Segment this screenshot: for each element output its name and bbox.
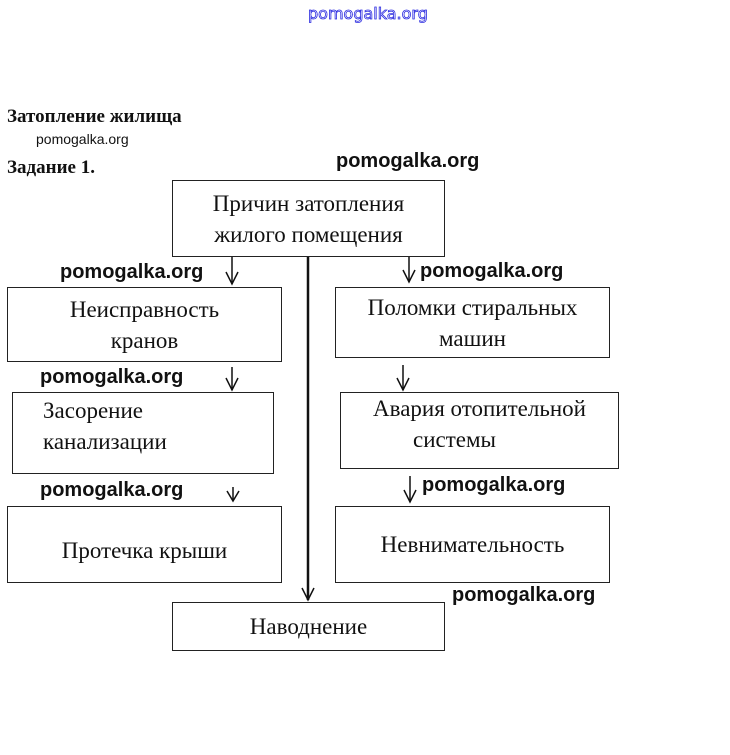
box-text: машин xyxy=(439,325,506,351)
box-roof-leak: Протечка крыши xyxy=(7,506,282,583)
arrow-head xyxy=(301,587,315,602)
watermark: pomogalka.org xyxy=(422,474,566,496)
box-text: Поломки стиральных xyxy=(367,294,578,320)
root-line-2: жилого помещения xyxy=(214,221,403,247)
result-box-flood: Наводнение xyxy=(172,602,445,651)
watermark: pomogalka.org xyxy=(308,4,429,24)
box-text: Наводнение xyxy=(249,614,368,639)
page-title: Затопление жилища xyxy=(7,106,182,127)
box-text: Авария отопительной xyxy=(373,396,586,421)
box-heating-failure: Авария отопительной системы xyxy=(340,392,619,469)
watermark: pomogalka.org xyxy=(40,479,184,501)
box-text: Невнимательность xyxy=(380,532,565,557)
watermark: pomogalka.org xyxy=(420,260,564,282)
watermark: pomogalka.org xyxy=(36,131,129,147)
root-line-1: Причин затопления xyxy=(212,190,405,216)
watermark: pomogalka.org xyxy=(336,150,480,172)
box-text: системы xyxy=(413,427,496,452)
box-text: Протечка крыши xyxy=(61,538,228,563)
box-washing-machines: Поломки стиральных машин xyxy=(335,287,610,358)
box-text: кранов xyxy=(110,327,179,353)
watermark: pomogalka.org xyxy=(40,366,184,388)
task-heading: Задание 1. xyxy=(7,157,95,178)
watermark: pomogalka.org xyxy=(60,261,204,283)
box-text: Засорение xyxy=(43,398,143,423)
box-text: Неисправность xyxy=(69,296,220,322)
watermark: pomogalka.org xyxy=(452,584,596,606)
box-carelessness: Невнимательность xyxy=(335,506,610,583)
box-faulty-taps: Неисправность кранов xyxy=(7,287,282,362)
box-sewer-clog: Засорение канализации xyxy=(12,392,274,474)
box-text: канализации xyxy=(43,429,167,454)
root-box: Причин затопления жилого помещения xyxy=(172,180,445,257)
